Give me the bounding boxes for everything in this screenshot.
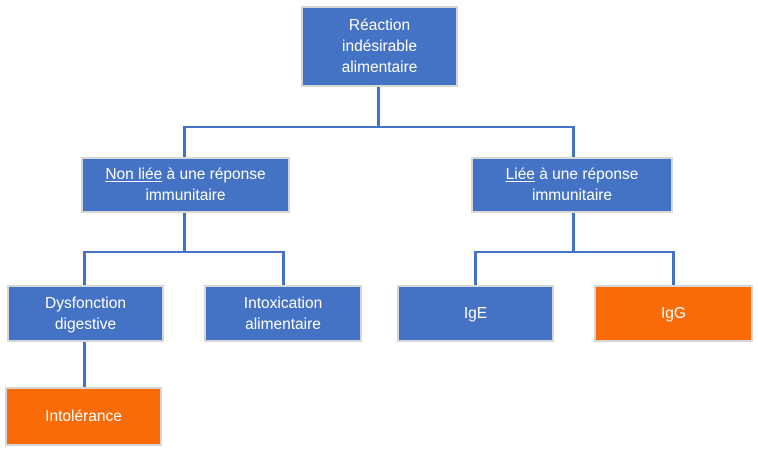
- node-intoxication-alimentaire: Intoxication alimentaire: [204, 285, 362, 342]
- node-label-line: indésirable: [342, 38, 417, 55]
- node-label-line: Réaction: [348, 17, 411, 34]
- node-label-line: alimentaire: [341, 59, 418, 76]
- node-igg: IgG: [594, 285, 753, 342]
- underlined-text: Non liée: [105, 166, 163, 183]
- node-intolerance: Intolérance: [5, 387, 162, 446]
- underlined-text: Liée: [505, 166, 535, 183]
- node-dysfonction-digestive: Dysfonction digestive: [7, 285, 164, 342]
- node-label-line: Intoxication: [243, 294, 323, 312]
- node-label-line: digestive: [54, 315, 117, 333]
- node-label-rest: à une réponse: [534, 166, 639, 183]
- node-label-line: immunitaire: [145, 187, 226, 204]
- connector-down-intolerance: [82, 342, 86, 387]
- connector-down-igg: [671, 250, 675, 286]
- node-label-line: immunitaire: [531, 187, 613, 204]
- connector-left-horizontal: [82, 250, 285, 253]
- node-label-line: IgE: [463, 305, 488, 322]
- connector-right-horizontal: [473, 250, 675, 253]
- node-liee-reponse-immunitaire: Liée à une réponse immunitaire: [471, 157, 673, 213]
- node-label-line: Intolérance: [45, 408, 122, 425]
- node-label-line: Dysfonction: [45, 294, 126, 312]
- connector-immune-down: [571, 213, 575, 252]
- node-label-rest: à une réponse: [162, 166, 266, 183]
- node-label-line: IgG: [661, 305, 686, 322]
- connector-down-intoxication: [281, 250, 285, 286]
- connector-down-dysfonction: [82, 250, 86, 286]
- connector-down-non-immune: [182, 125, 186, 158]
- node-ige: IgE: [397, 285, 554, 342]
- connector-root-down: [376, 87, 380, 127]
- connector-non-immune-down: [182, 213, 186, 252]
- connector-level2-horizontal: [182, 125, 575, 128]
- node-label-line: alimentaire: [245, 315, 321, 333]
- connector-down-ige: [473, 250, 477, 286]
- connector-down-immune: [571, 125, 575, 158]
- node-label-line: Non liée à une réponse: [105, 164, 265, 185]
- node-label-line: Liée à une réponse: [506, 164, 639, 185]
- node-non-liee-reponse-immunitaire: Non liée à une réponse immunitaire: [81, 157, 290, 213]
- node-reaction-indesirable-alimentaire: Réaction indésirable alimentaire: [301, 6, 458, 87]
